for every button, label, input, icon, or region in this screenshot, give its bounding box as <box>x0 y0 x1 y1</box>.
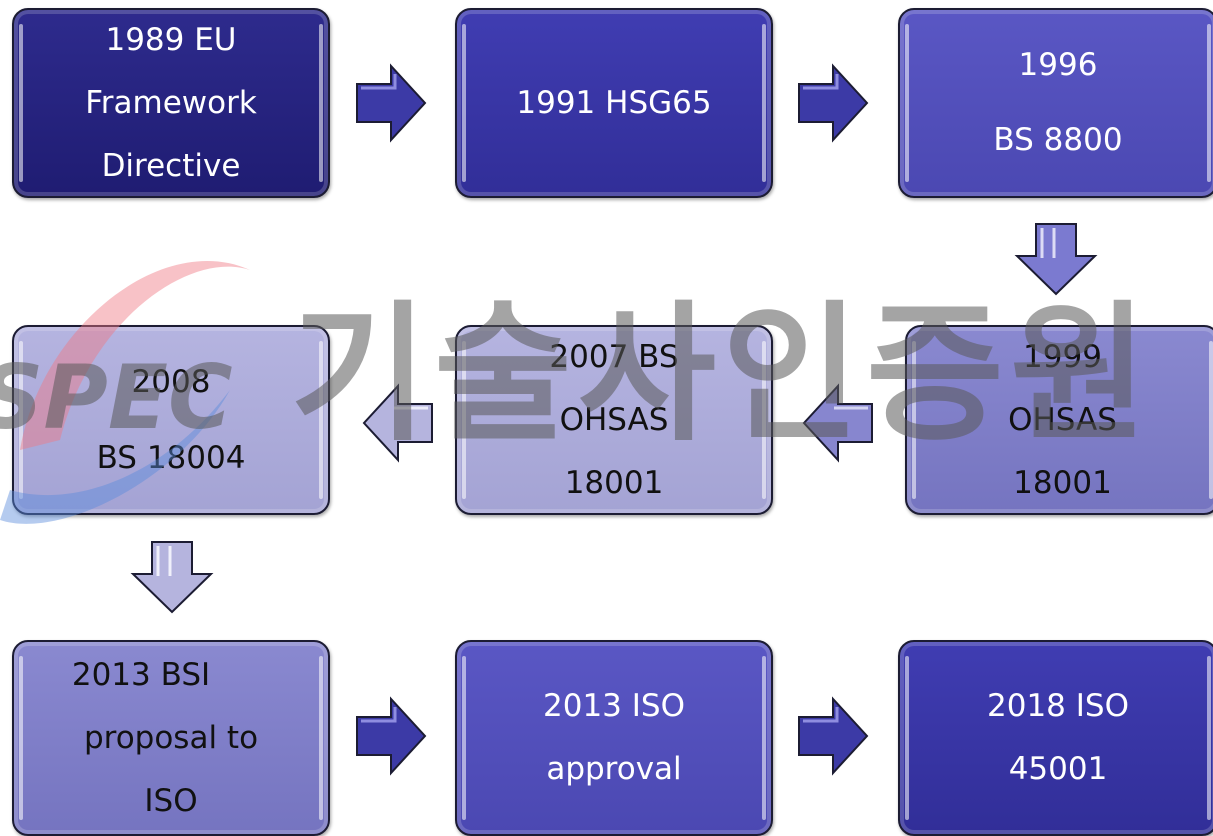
step-label: 2018 ISO 45001 <box>987 688 1129 787</box>
arrow-down-icon <box>130 541 214 614</box>
step-1996-bs-8800: 1996 BS 8800 <box>898 8 1213 198</box>
step-label: 2013 BSI proposal to ISO <box>71 656 259 819</box>
step-label: 1991 HSG65 <box>516 84 712 121</box>
step-label: 1999 OHSAS 18001 <box>1008 338 1117 501</box>
arrow-right-icon <box>798 696 869 776</box>
arrow-left-icon <box>362 383 433 463</box>
step-1991-hsg65: 1991 HSG65 <box>455 8 773 198</box>
step-label: 2013 ISO approval <box>543 688 685 787</box>
arrow-right-icon <box>356 696 427 776</box>
step-2013-iso-approval: 2013 ISO approval <box>455 640 773 836</box>
arrow-down-icon <box>1014 223 1098 296</box>
step-label: 2008 BS 18004 <box>96 364 246 476</box>
step-2007-bs-ohsas-18001: 2007 BS OHSAS 18001 <box>455 325 773 515</box>
step-2008-bs-18004: 2008 BS 18004 <box>12 325 330 515</box>
step-1989-eu-framework-directive: 1989 EU Framework Directive <box>12 8 330 198</box>
step-2018-iso-45001: 2018 ISO 45001 <box>898 640 1213 836</box>
step-label: 1996 BS 8800 <box>993 47 1123 158</box>
step-1999-ohsas-18001: 1999 OHSAS 18001 <box>905 325 1213 515</box>
arrow-right-icon <box>356 63 427 143</box>
arrow-left-icon <box>802 383 873 463</box>
step-label: 2007 BS OHSAS 18001 <box>549 338 679 501</box>
step-label: 1989 EU Framework Directive <box>85 21 257 184</box>
step-2013-bsi-proposal-to-iso: 2013 BSI proposal to ISO <box>12 640 330 836</box>
arrow-right-icon <box>798 63 869 143</box>
